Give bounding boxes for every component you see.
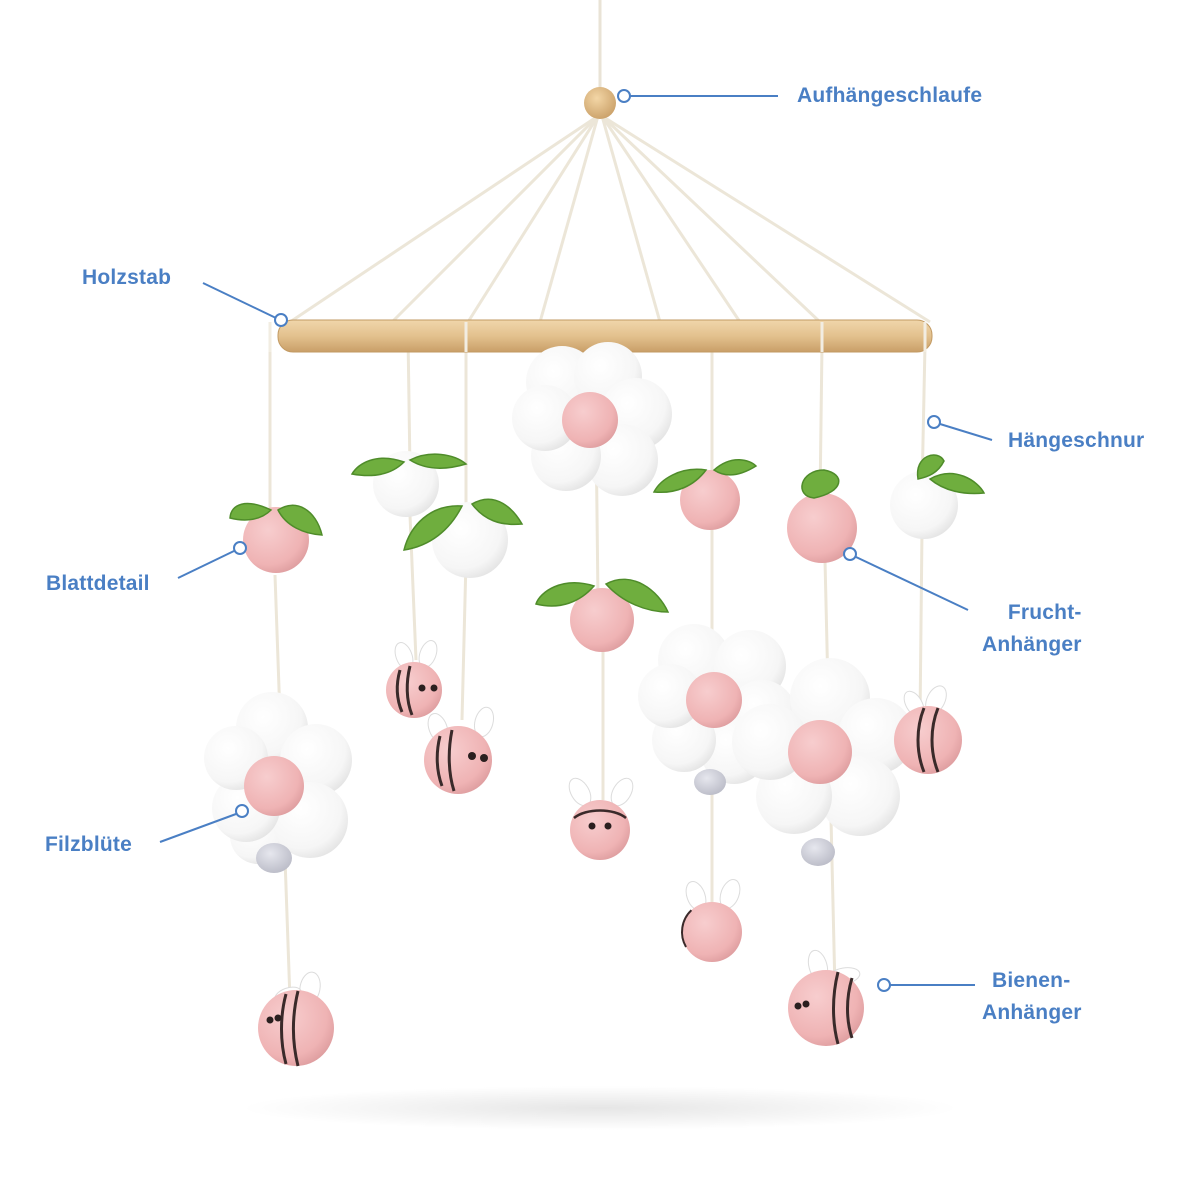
- fruit-icon: [787, 469, 857, 563]
- leaf-icon: [652, 468, 708, 494]
- leaf-icon: [402, 505, 464, 551]
- fruit-icon: [890, 454, 986, 539]
- bee-icon: [386, 640, 442, 718]
- leaf-icon: [408, 453, 468, 469]
- grey-bee-body-icon: [694, 769, 726, 795]
- label-bee-pendant-line2: Anhänger: [982, 1001, 1082, 1024]
- label-felt-flower: Filzblüte: [45, 833, 132, 856]
- leaf-icon: [604, 578, 670, 613]
- wooden-bead-icon: [584, 87, 616, 119]
- leaf-icon: [928, 472, 986, 495]
- bee-icon: [424, 706, 495, 794]
- fruit-icon: [350, 451, 468, 517]
- bee-icon: [258, 971, 334, 1067]
- suspension-strings: [289, 114, 931, 324]
- label-hanging-loop: Aufhängeschlaufe: [797, 84, 983, 107]
- leaf-icon: [277, 504, 323, 536]
- label-fruit-pendant-line2: Anhänger: [982, 633, 1082, 656]
- leaf-icon: [712, 459, 758, 476]
- fruit-icon: [535, 578, 670, 652]
- grey-bee-body-icon: [256, 843, 292, 873]
- grey-bee-body-icon: [801, 838, 835, 866]
- label-bee-pendant: Bienen- Anhänger: [982, 965, 1082, 1029]
- bee-icon: [788, 949, 864, 1046]
- label-wooden-ring: Holzstab: [82, 266, 172, 289]
- flower-icon: [732, 658, 914, 836]
- label-fruit-pendant: Frucht- Anhänger: [982, 597, 1082, 661]
- label-bee-pendant-line1: Bienen-: [992, 969, 1071, 992]
- ring-loops: [268, 322, 927, 352]
- fruit-icon: [229, 502, 323, 573]
- fruit-icon: [402, 498, 524, 578]
- flower-icon: [512, 342, 672, 496]
- leaf-icon: [350, 457, 406, 477]
- leader-lines: [159, 89, 993, 992]
- bee-icon: [568, 777, 634, 860]
- label-leaf-detail: Blattdetail: [46, 572, 150, 595]
- leaf-icon: [801, 469, 840, 499]
- bee-icon: [894, 685, 962, 774]
- label-hanging-string: Hängeschnur: [1008, 429, 1145, 452]
- leaf-icon: [535, 582, 596, 607]
- floor-shadow: [240, 1086, 960, 1130]
- leaf-icon: [916, 454, 945, 480]
- label-fruit-pendant-line1: Frucht-: [1007, 601, 1082, 624]
- flower-icon: [204, 692, 352, 864]
- leaf-icon: [470, 498, 524, 526]
- leaf-icon: [229, 502, 273, 521]
- fruit-icon: [652, 459, 758, 530]
- bee-icon: [681, 879, 743, 963]
